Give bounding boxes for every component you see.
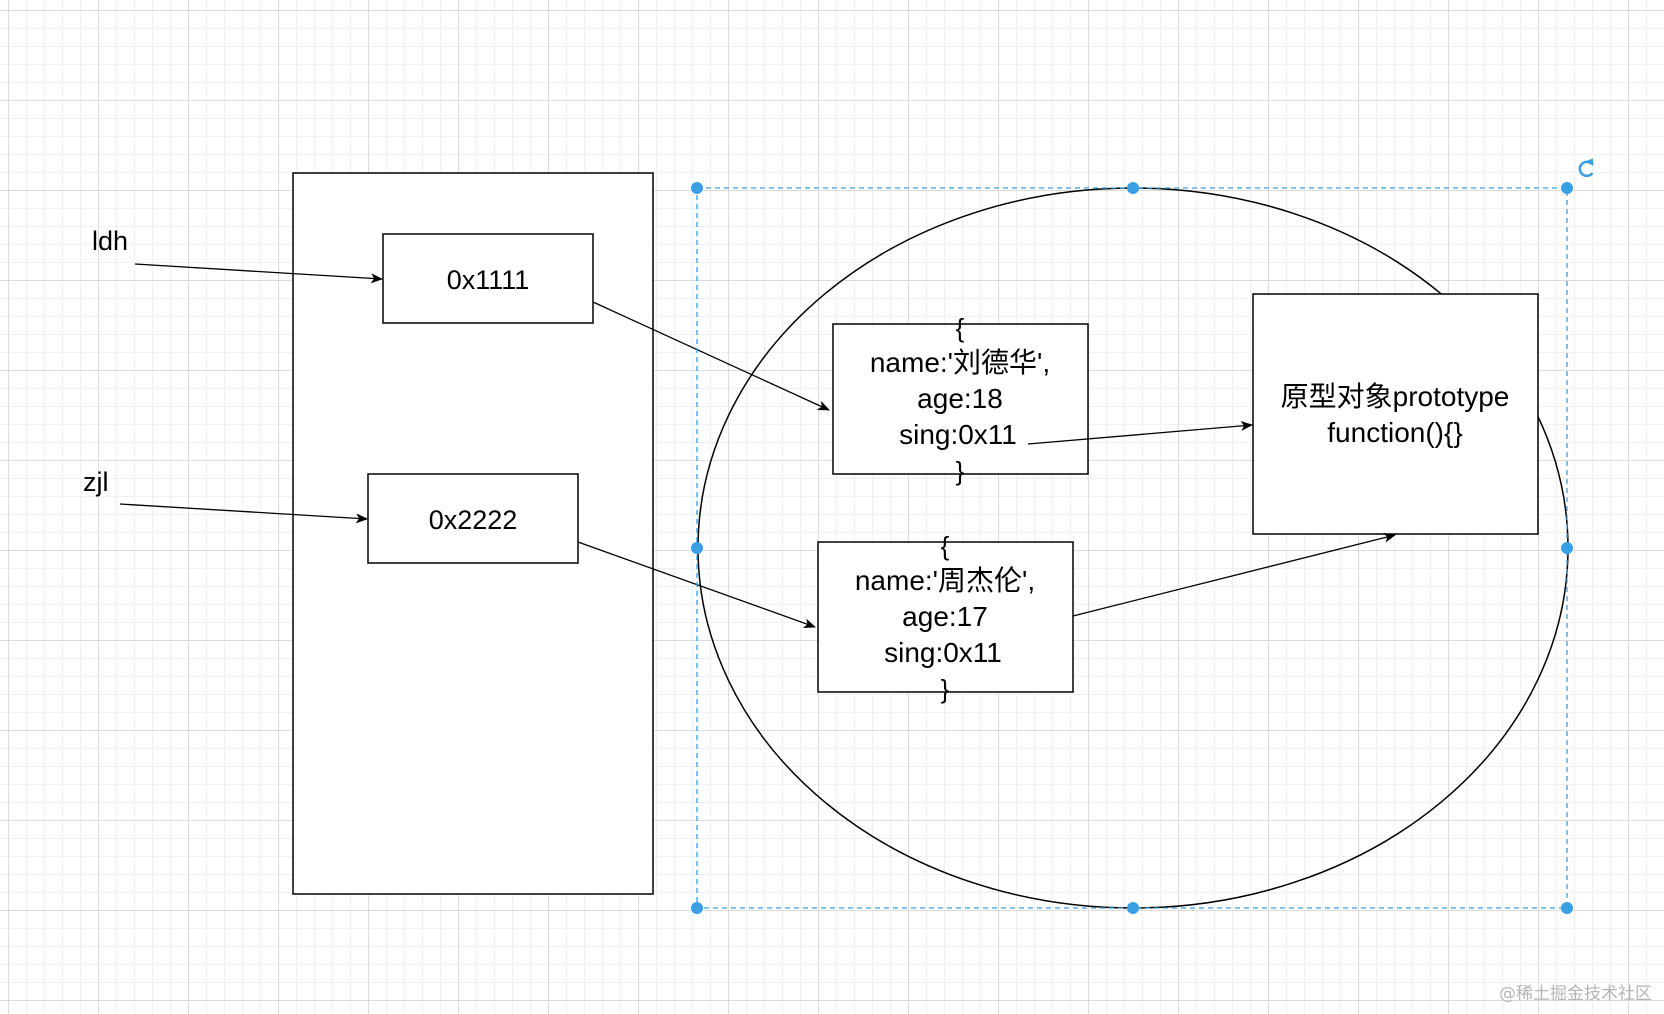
selection-handle-top-left[interactable] [691, 182, 703, 194]
object-1-close-brace: } [956, 456, 965, 486]
object-1-age: age:18 [917, 383, 1003, 414]
object-1-name: name:'刘德华', [870, 347, 1050, 378]
selection-handle-bottom-right[interactable] [1561, 902, 1573, 914]
object-2-age: age:17 [902, 601, 988, 632]
prototype-line-2: function(){} [1327, 417, 1462, 448]
watermark: @稀土掘金技术社区 [1499, 984, 1652, 1004]
object-2-open-brace: { [941, 531, 950, 561]
prototype-box[interactable] [1252, 293, 1539, 535]
variable-label-ldh: ldh [92, 226, 128, 256]
selection-handle-top-right[interactable] [1561, 182, 1573, 194]
arrow-object-1-sing-to-prototype[interactable] [1027, 420, 1253, 445]
variable-label-zjl: zjl [83, 467, 109, 497]
address-2-text: 0x2222 [429, 505, 518, 535]
object-2-name: name:'周杰伦', [855, 565, 1035, 596]
object-2-close-brace: } [941, 674, 950, 704]
address-box-1[interactable] [382, 233, 594, 324]
object-1-open-brace: { [956, 313, 965, 343]
arrow-ldh-to-address-1[interactable] [134, 263, 383, 284]
selection-handle-bottom-middle[interactable] [1127, 902, 1139, 914]
object-box-1[interactable] [832, 323, 1089, 475]
selection-handle-bottom-left[interactable] [691, 902, 703, 914]
arrow-object-2-to-prototype[interactable] [1072, 532, 1396, 617]
prototype-line-1: 原型对象prototype [1281, 381, 1510, 412]
arrow-zjl-to-address-2[interactable] [119, 503, 368, 524]
selection-handle-middle-right[interactable] [1561, 542, 1573, 554]
arrow-address-1-to-object-1[interactable] [592, 301, 830, 411]
selection-handle-middle-left[interactable] [691, 542, 703, 554]
address-box-2[interactable] [367, 473, 579, 564]
rotate-icon[interactable] [1578, 158, 1594, 178]
object-2-sing: sing:0x11 [884, 637, 1002, 668]
address-1-text: 0x1111 [447, 265, 530, 295]
selection-handle-top-middle[interactable] [1127, 182, 1139, 194]
object-1-sing: sing:0x11 [899, 419, 1017, 450]
object-box-2[interactable] [817, 541, 1074, 693]
